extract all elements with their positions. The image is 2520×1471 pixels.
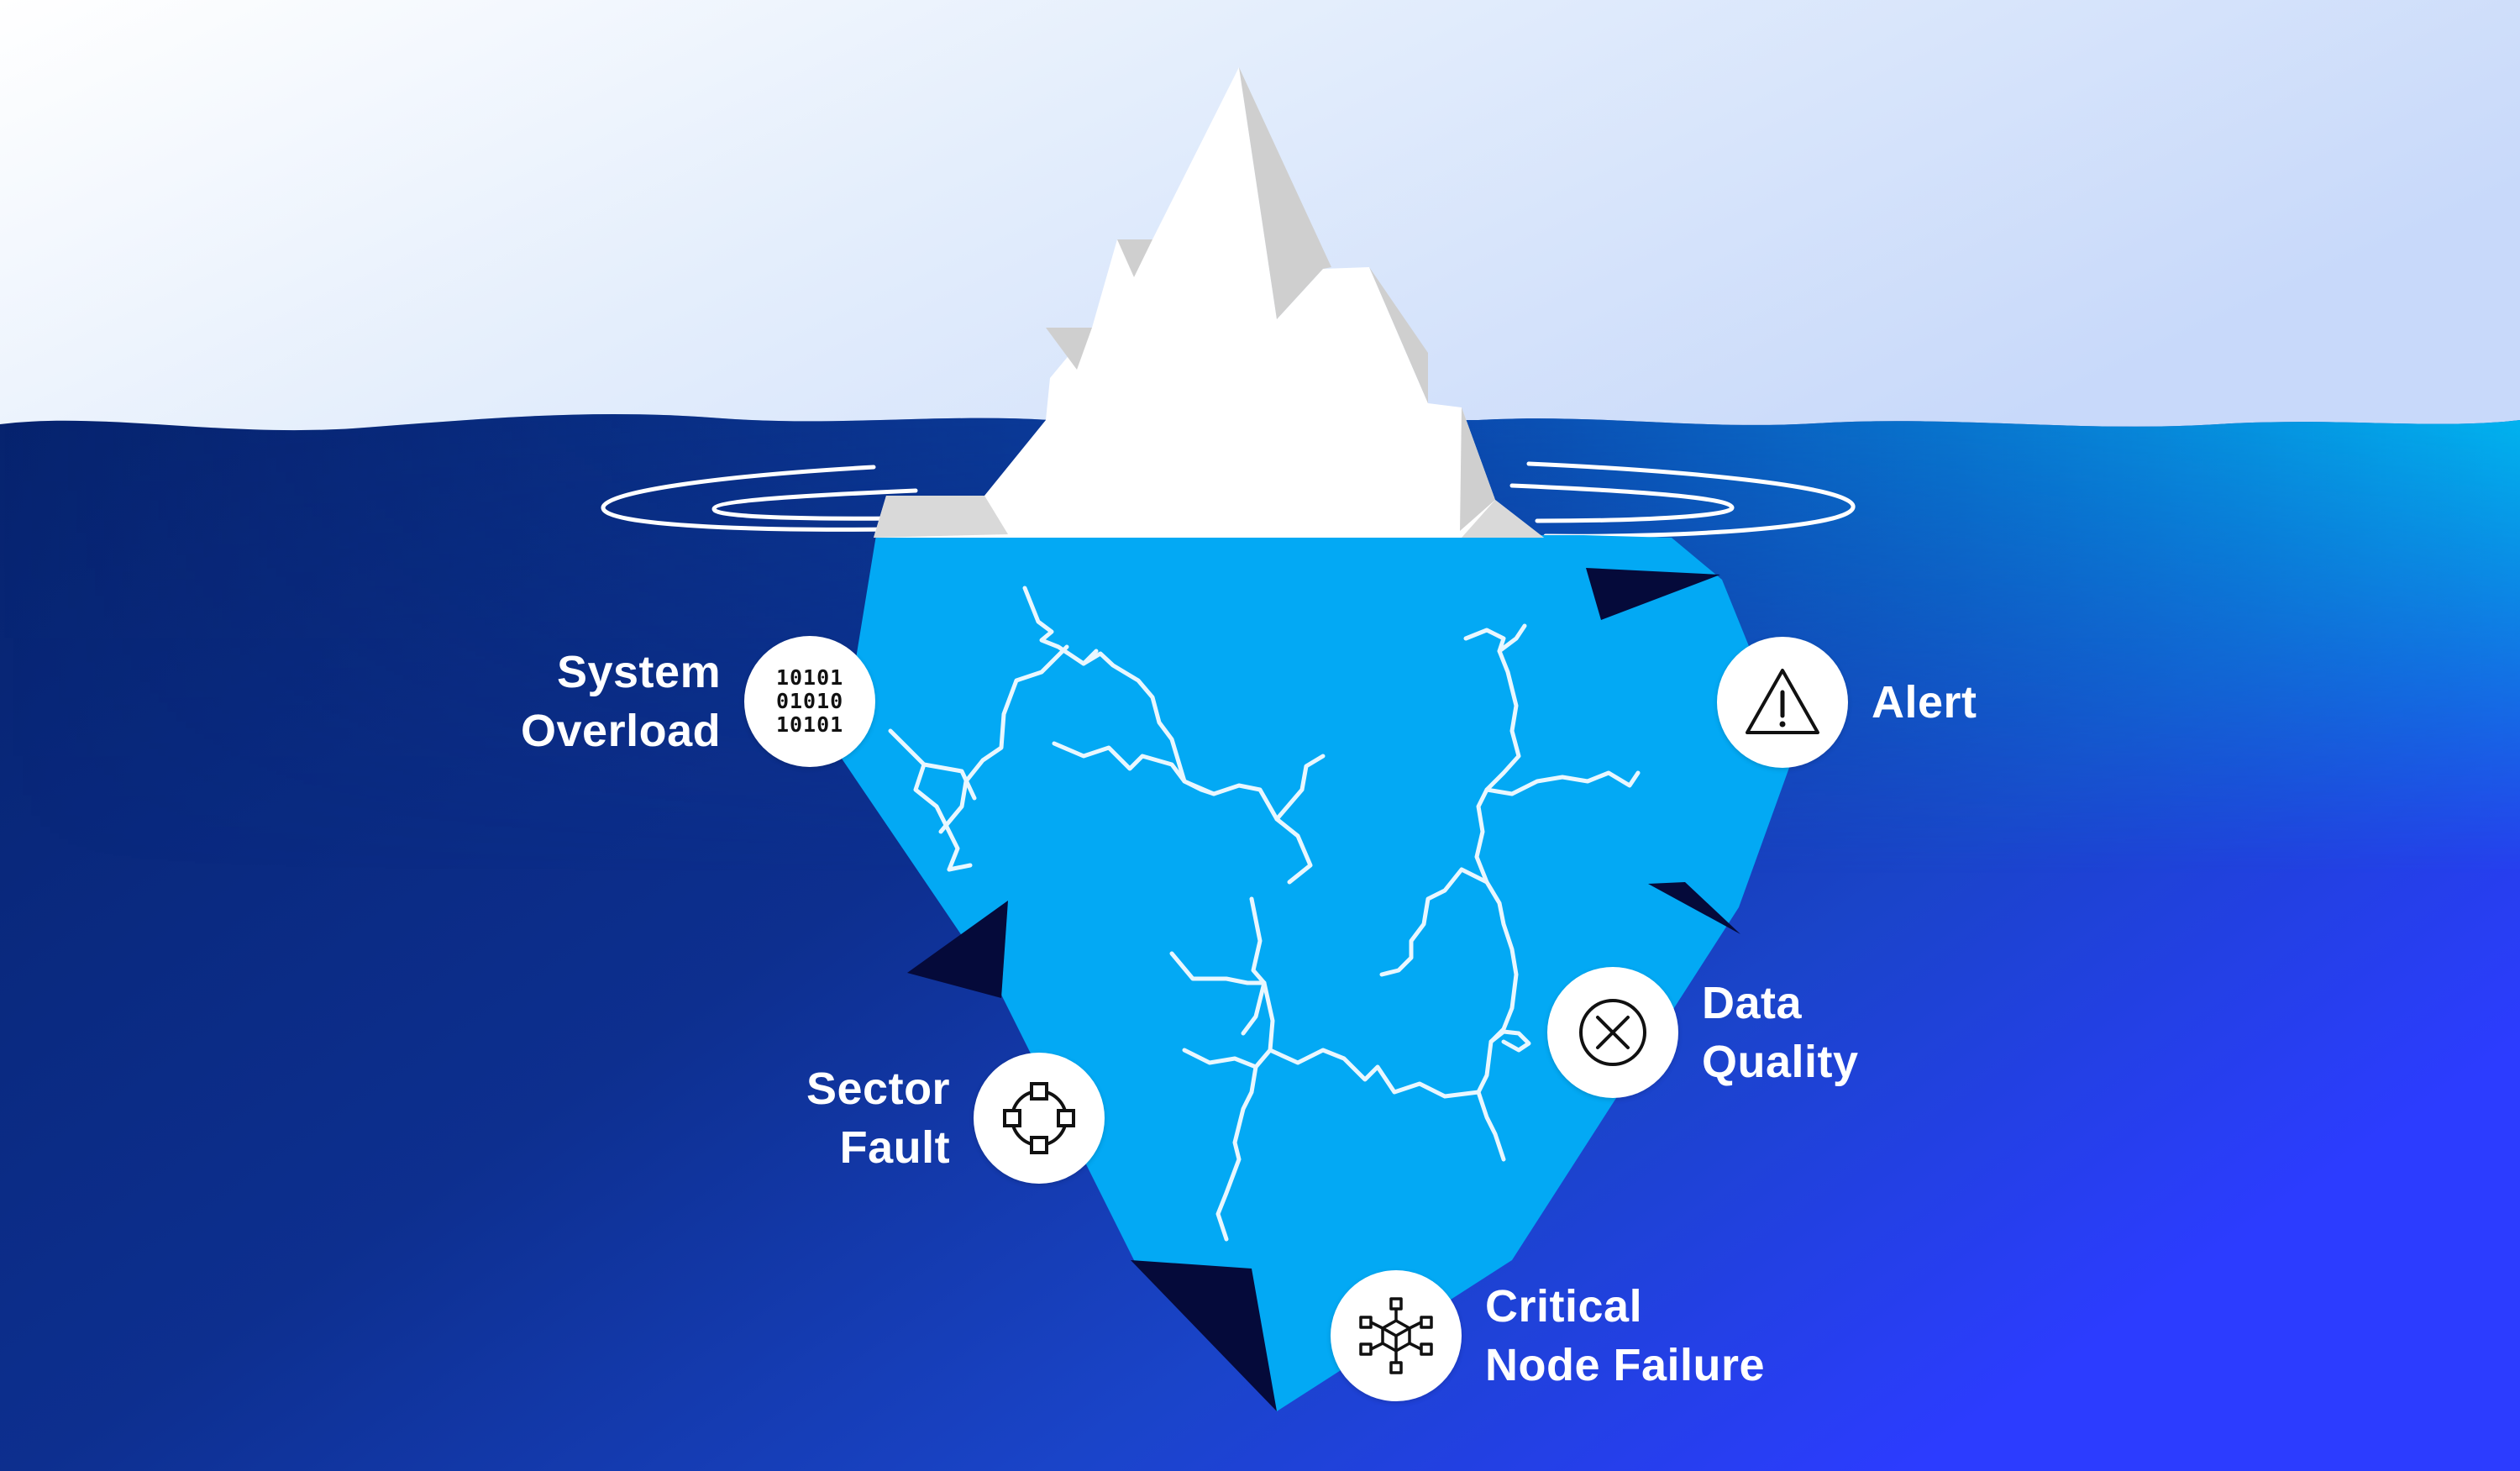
sector-fault-line-1: Sector <box>806 1064 951 1114</box>
data-quality-line-2: Quality <box>1702 1037 1859 1087</box>
system-overload-line-2: Overload <box>521 706 722 756</box>
iceberg-cracks <box>888 586 1641 1242</box>
cube-network-icon <box>1331 1270 1462 1401</box>
node-ring-icon <box>974 1053 1105 1184</box>
sector-fault-label: Sector Fault <box>806 1059 950 1177</box>
callout-sector-fault: Sector Fault <box>806 1053 1105 1184</box>
alert-line-1: Alert <box>1872 677 1977 728</box>
system-overload-label: System Overload <box>521 643 721 760</box>
critical-node-failure-line-1: Critical <box>1485 1281 1643 1332</box>
data-quality-line-1: Data <box>1702 978 1803 1028</box>
callout-system-overload: System Overload 10101 01010 10101 <box>521 636 876 767</box>
system-overload-line-1: System <box>556 647 722 697</box>
critical-node-failure-label: Critical Node Failure <box>1485 1277 1765 1395</box>
callout-alert: Alert <box>1717 637 1977 768</box>
iceberg-top <box>874 67 1544 538</box>
warning-triangle-icon <box>1717 637 1848 768</box>
critical-node-failure-line-2: Node Failure <box>1485 1340 1766 1390</box>
data-quality-label: Data Quality <box>1702 974 1859 1091</box>
sector-fault-line-2: Fault <box>839 1122 951 1173</box>
binary-row: 01010 <box>775 689 844 713</box>
binary-row: 10101 <box>775 712 844 737</box>
alert-label: Alert <box>1872 673 1977 732</box>
circle-x-icon <box>1547 967 1678 1098</box>
callout-critical-node-failure: Critical Node Failure <box>1331 1270 1765 1401</box>
binary-code-icon: 10101 01010 10101 <box>744 636 876 767</box>
callout-data-quality: Data Quality <box>1547 967 1859 1098</box>
iceberg-dark-facets <box>907 568 1740 1411</box>
binary-row: 10101 <box>775 665 844 690</box>
